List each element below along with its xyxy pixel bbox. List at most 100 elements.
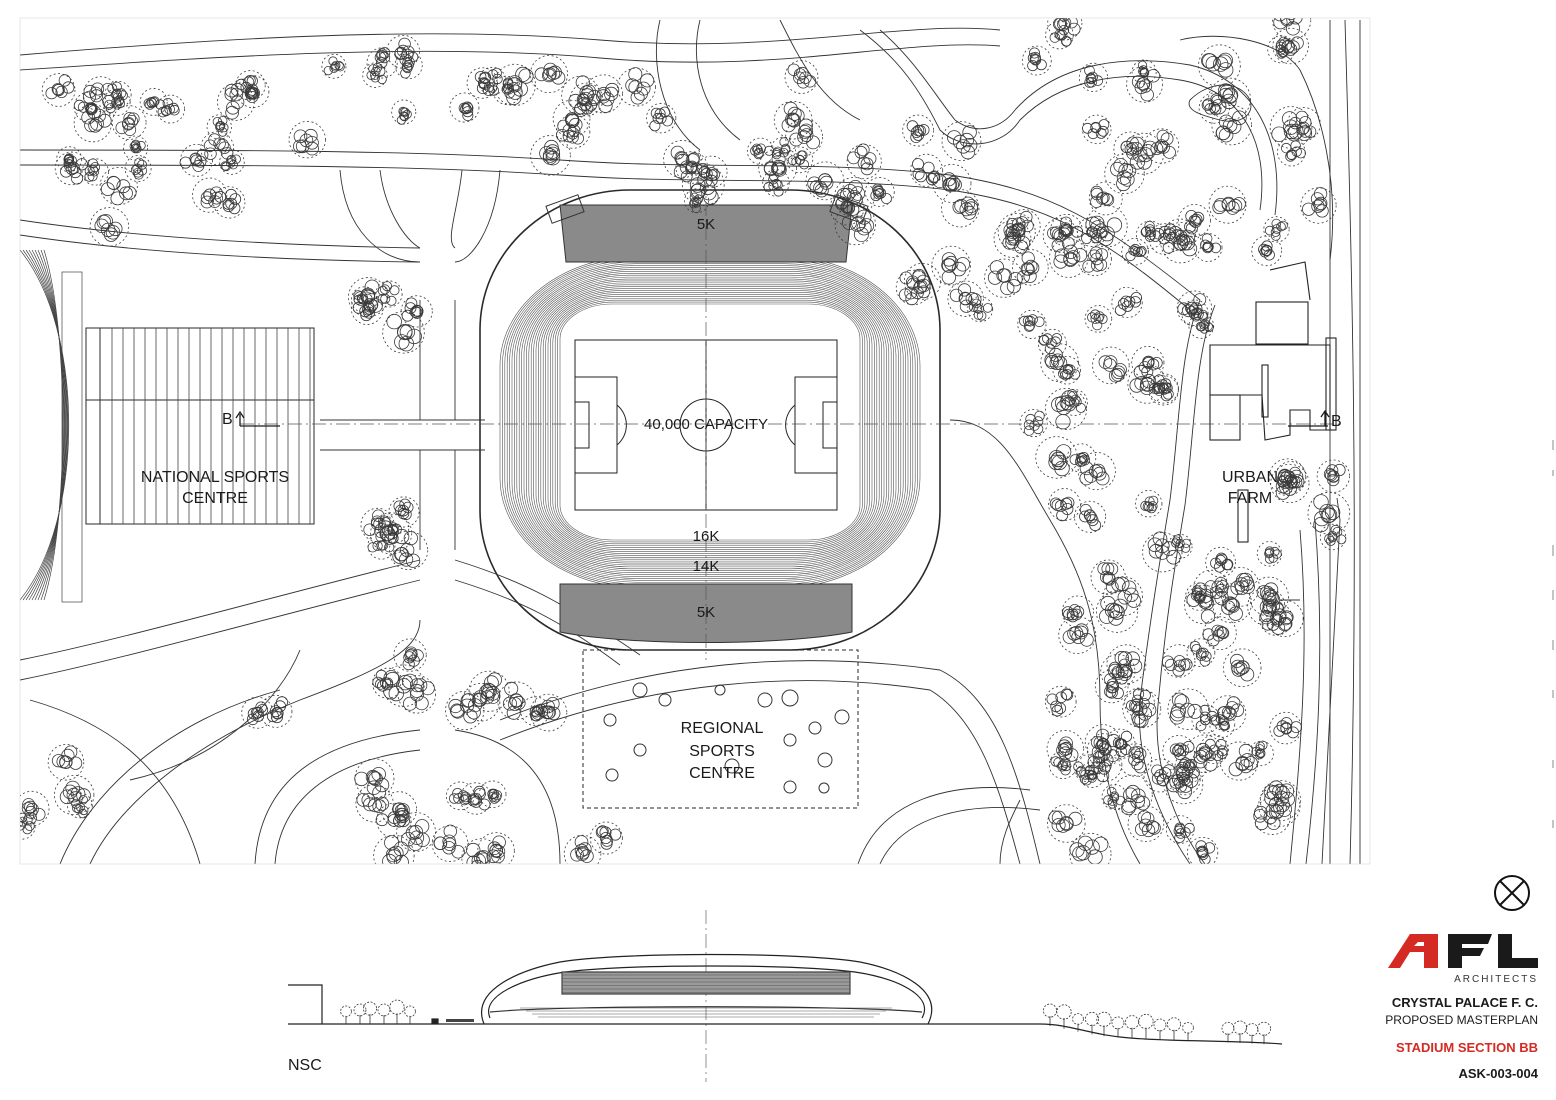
tree: [380, 791, 417, 828]
tier-outer-label: 14K: [693, 558, 720, 575]
tree: [941, 189, 980, 228]
tree: [1078, 62, 1108, 92]
plan-border: [19, 17, 1371, 865]
tree: [1078, 761, 1105, 788]
tree: [1103, 576, 1143, 616]
tree: [373, 834, 415, 864]
tree: [1178, 204, 1211, 237]
tree: [1211, 104, 1252, 146]
north-arrow-icon: [1494, 875, 1530, 911]
tree: [1316, 459, 1350, 493]
tree: [1148, 375, 1179, 406]
tree: [1219, 741, 1259, 781]
tree: [1319, 523, 1347, 551]
tree: [1131, 345, 1165, 380]
tree: [1035, 436, 1078, 479]
tree: [478, 66, 507, 96]
tree: [1077, 241, 1112, 277]
project-title: CRYSTAL PALACE F. C.: [1392, 995, 1538, 1010]
tree: [1167, 688, 1209, 730]
section-bb: [288, 910, 1283, 1082]
section-tree: [1138, 1013, 1154, 1039]
tree: [1198, 92, 1230, 124]
tree: [1058, 616, 1097, 654]
section-tree: [1111, 1016, 1125, 1037]
tree: [1049, 238, 1089, 278]
tree: [1076, 216, 1108, 247]
drawing-number: ASK-003-004: [1459, 1066, 1539, 1081]
tree: [111, 105, 147, 140]
tree: [477, 832, 515, 864]
tree: [81, 158, 109, 186]
tree: [1100, 654, 1136, 690]
section-tree: [377, 1003, 391, 1024]
tree: [784, 60, 819, 94]
tree: [1135, 220, 1165, 249]
tree: [241, 696, 274, 729]
south-stand-label: 5K: [697, 604, 715, 621]
tree: [56, 146, 82, 173]
tree: [1184, 584, 1224, 625]
tree: [903, 262, 942, 301]
tree: [1135, 490, 1163, 518]
section-tree: [1257, 1021, 1272, 1045]
tree: [1087, 747, 1123, 783]
tree: [179, 143, 213, 177]
tree: [366, 47, 398, 79]
tree: [1174, 750, 1207, 783]
nsc-section-label: NSC: [288, 1057, 322, 1074]
tree: [1111, 286, 1143, 319]
rsc-label-line2: SPORTS: [689, 743, 755, 760]
tree: [520, 696, 551, 727]
tree: [1188, 313, 1215, 339]
nsc-label-line2: CENTRE: [182, 490, 248, 507]
tree: [124, 155, 152, 182]
tree: [1112, 774, 1153, 816]
tree: [388, 530, 429, 570]
section-axis: [240, 178, 1340, 660]
landscape-paths: [20, 19, 1361, 864]
tree: [834, 204, 876, 246]
section-tree: [1072, 1013, 1084, 1032]
tree: [1219, 566, 1260, 607]
tree: [445, 690, 485, 731]
tree: [47, 744, 85, 781]
tree: [1272, 18, 1312, 40]
tree: [941, 121, 982, 161]
tree: [449, 92, 480, 123]
tree: [1259, 780, 1302, 822]
tree: [1048, 488, 1081, 522]
tree: [1275, 461, 1307, 493]
tree: [391, 99, 417, 125]
section-tree: [1096, 1011, 1112, 1037]
tree: [1012, 249, 1049, 286]
tree: [1165, 815, 1195, 844]
tree: [589, 821, 623, 855]
tree: [1066, 443, 1097, 473]
tree: [67, 792, 93, 819]
tree: [393, 638, 427, 672]
tree: [1256, 541, 1283, 567]
regional-sports-circles: [603, 682, 850, 794]
section-tree: [1125, 1015, 1140, 1038]
tree: [1092, 346, 1130, 385]
tree: [1104, 153, 1145, 194]
tree: [1019, 408, 1048, 438]
section-tree: [1245, 1023, 1259, 1044]
tree: [1222, 648, 1262, 687]
section-marker-left: B: [222, 410, 280, 428]
tree: [931, 245, 972, 286]
drawing-title: STADIUM SECTION BB: [1396, 1040, 1538, 1055]
section-tree: [362, 1001, 377, 1024]
tree: [1187, 836, 1219, 864]
section-tree: [404, 1005, 416, 1024]
tree: [321, 53, 347, 79]
athletics-track: [20, 249, 83, 603]
tree: [1046, 729, 1085, 768]
tree: [773, 100, 813, 140]
tree: [1202, 616, 1237, 651]
tree: [1208, 185, 1247, 224]
tree: [846, 143, 882, 180]
section-tree: [1233, 1020, 1248, 1043]
